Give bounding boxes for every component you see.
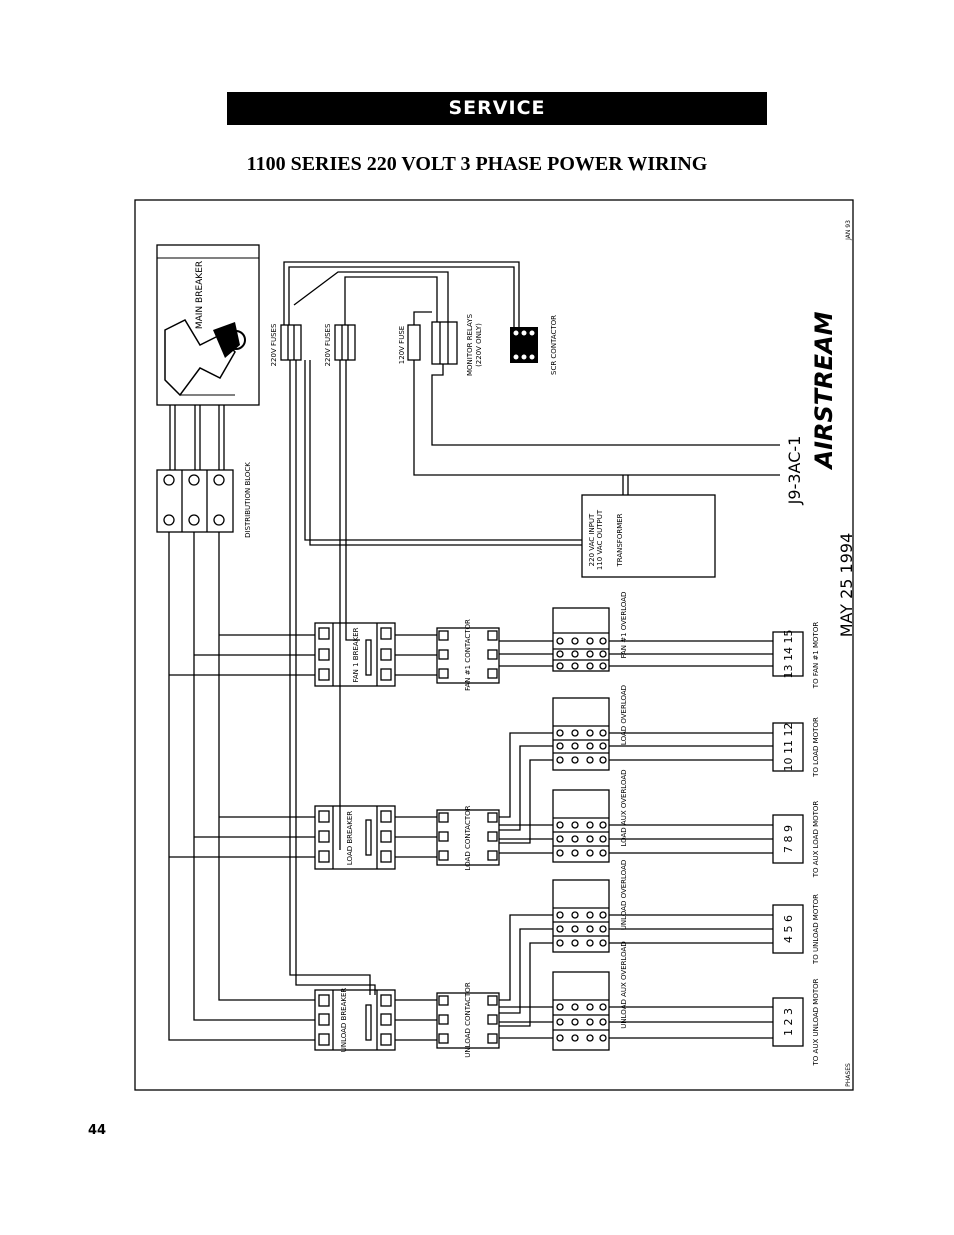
main-breaker-label: MAIN BREAKER	[195, 261, 205, 329]
scr-contactor	[510, 327, 538, 363]
page-number: 44	[88, 1123, 107, 1138]
unload-aux-motor-label: TO AUX UNLOAD MOTOR	[812, 978, 820, 1066]
drawing-number: J9-3AC-1	[785, 436, 804, 506]
section-banner: SERVICE	[227, 92, 767, 125]
fuses-1-label: 220V FUSES	[270, 323, 278, 366]
load-contactor	[436, 809, 500, 866]
unload-aux-motor-terminals	[772, 997, 804, 1047]
diagram-frame	[134, 199, 854, 1091]
load-aux-overload	[552, 789, 610, 863]
unload-breaker	[314, 989, 396, 1051]
unload-overload	[552, 879, 610, 953]
load-breaker	[314, 805, 396, 870]
transformer-label: TRANSFORMER	[616, 513, 624, 567]
load-terminal-numbers: 10 11 12	[782, 723, 795, 772]
transformer-in-label: 220 VAC INPUT	[588, 513, 596, 566]
load-aux-motor-label: TO AUX LOAD MOTOR	[812, 801, 820, 879]
monitor-relays-label: MONITOR RELAYS	[466, 313, 474, 376]
revision-bottom: PHASES	[845, 1063, 852, 1087]
fan-breaker-label: FAN 1 BREAKER	[352, 627, 360, 682]
monitor-relays	[431, 321, 458, 365]
unload-contactor	[436, 992, 500, 1049]
fan-overload	[552, 607, 610, 672]
revision-top: JAN 93	[845, 220, 852, 241]
fan-contactor	[436, 627, 500, 684]
unload-motor-terminals	[772, 904, 804, 954]
scr-contactor-label: SCR CONTACTOR	[550, 315, 558, 375]
load-motor-label: TO LOAD MOTOR	[812, 717, 820, 778]
transformer-out-label: 110 VAC OUTPUT	[596, 509, 604, 570]
fan-motor-label: TO FAN #1 MOTOR	[812, 622, 820, 690]
unload-contactor-label: UNLOAD CONTACTOR	[464, 982, 472, 1058]
main-breaker	[156, 244, 260, 406]
fan-terminal-numbers: 13 14 15	[782, 630, 795, 679]
load-overload-label: LOAD OVERLOAD	[620, 685, 628, 745]
fan-breaker	[314, 622, 396, 687]
unload-terminal-numbers: 4 5 6	[782, 915, 795, 943]
airstream-logo: AIRSTREAM	[810, 311, 838, 470]
load-aux-overload-label: LOAD AUX OVERLOAD	[620, 769, 628, 846]
fan-contactor-label: FAN #1 CONTACTOR	[464, 619, 472, 691]
fuse-120	[407, 324, 421, 361]
fuse-block-2	[334, 324, 356, 361]
transformer	[581, 494, 716, 578]
unload-overload-label: UNLOAD OVERLOAD	[620, 860, 628, 930]
load-overload	[552, 697, 610, 771]
unload-aux-terminal-numbers: 1 2 3	[782, 1008, 795, 1036]
distribution-block	[156, 469, 234, 533]
fan-overload-label: FAN #1 OVERLOAD	[620, 592, 628, 659]
monitor-relays-note: (220V ONLY)	[475, 323, 483, 367]
drawing-date: MAY 25 1994	[837, 533, 856, 638]
page-title: 1100 SERIES 220 VOLT 3 PHASE POWER WIRIN…	[246, 153, 708, 175]
fuses-2-label: 220V FUSES	[324, 323, 332, 366]
fuse-block-1	[280, 324, 302, 361]
load-aux-motor-terminals	[772, 814, 804, 864]
load-contactor-label: LOAD CONTACTOR	[464, 805, 472, 870]
load-breaker-label: LOAD BREAKER	[346, 811, 354, 865]
unload-motor-label: TO UNLOAD MOTOR	[812, 894, 820, 965]
unload-breaker-label: UNLOAD BREAKER	[340, 988, 348, 1053]
unload-aux-overload	[552, 971, 610, 1051]
load-aux-terminal-numbers: 7 8 9	[782, 825, 795, 853]
distribution-block-label: DISTRIBUTION BLOCK	[244, 462, 252, 538]
fuse-120-label: 120V FUSE	[398, 326, 406, 364]
unload-aux-overload-label: UNLOAD AUX OVERLOAD	[620, 941, 628, 1028]
load-motor-terminals	[772, 722, 804, 772]
fan-motor-terminals	[772, 631, 804, 677]
